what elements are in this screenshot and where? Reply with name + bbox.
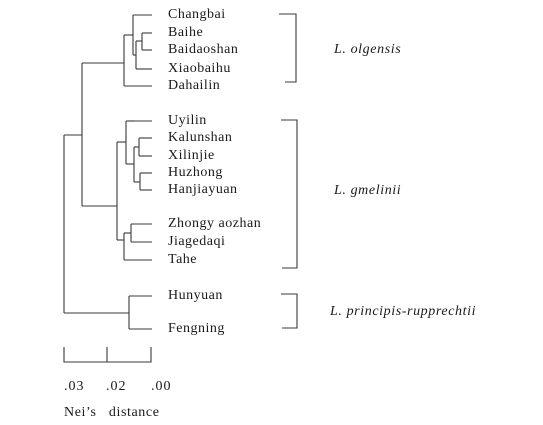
- taxon-label-huzhong: Huzhong: [168, 165, 223, 180]
- taxon-label-uyilin: Uyilin: [168, 113, 207, 128]
- taxon-label-hanjiayuan: Hanjiayuan: [168, 182, 238, 197]
- scale-title: Nei’s distance: [64, 405, 160, 420]
- taxon-label-hunyuan: Hunyuan: [168, 288, 223, 303]
- taxon-label-baidaoshan: Baidaoshan: [168, 42, 239, 57]
- taxon-label-xiaobaihu: Xiaobaihu: [168, 61, 231, 76]
- bracket-principis: [281, 293, 298, 329]
- group-label-gmelinii: L. gmelinii: [334, 183, 402, 198]
- scale-tick-label-002: .02: [106, 379, 127, 394]
- group-label-olgensis: L. olgensis: [334, 42, 402, 57]
- group-label-principis-rupprechtii: L. principis-rupprechtii: [330, 304, 477, 319]
- taxon-label-dahailin: Dahailin: [168, 78, 221, 93]
- taxon-label-xilinjie: Xilinjie: [168, 148, 215, 163]
- taxon-label-zhongyaozhan: Zhongy aozhan: [168, 216, 262, 231]
- bracket-olgensis: [279, 13, 297, 83]
- taxon-label-fengning: Fengning: [168, 321, 225, 336]
- bracket-gmelinii: [281, 119, 298, 269]
- scale-tick-label-003: .03: [64, 379, 85, 394]
- taxon-label-tahe: Tahe: [168, 252, 198, 267]
- taxon-label-jiagedaqi: Jiagedaqi: [168, 234, 226, 249]
- taxon-label-changbai: Changbai: [168, 7, 226, 22]
- scale-tick-label-000: .00: [151, 379, 172, 394]
- taxon-label-baihe: Baihe: [168, 25, 204, 40]
- taxon-label-kalunshan: Kalunshan: [168, 130, 233, 145]
